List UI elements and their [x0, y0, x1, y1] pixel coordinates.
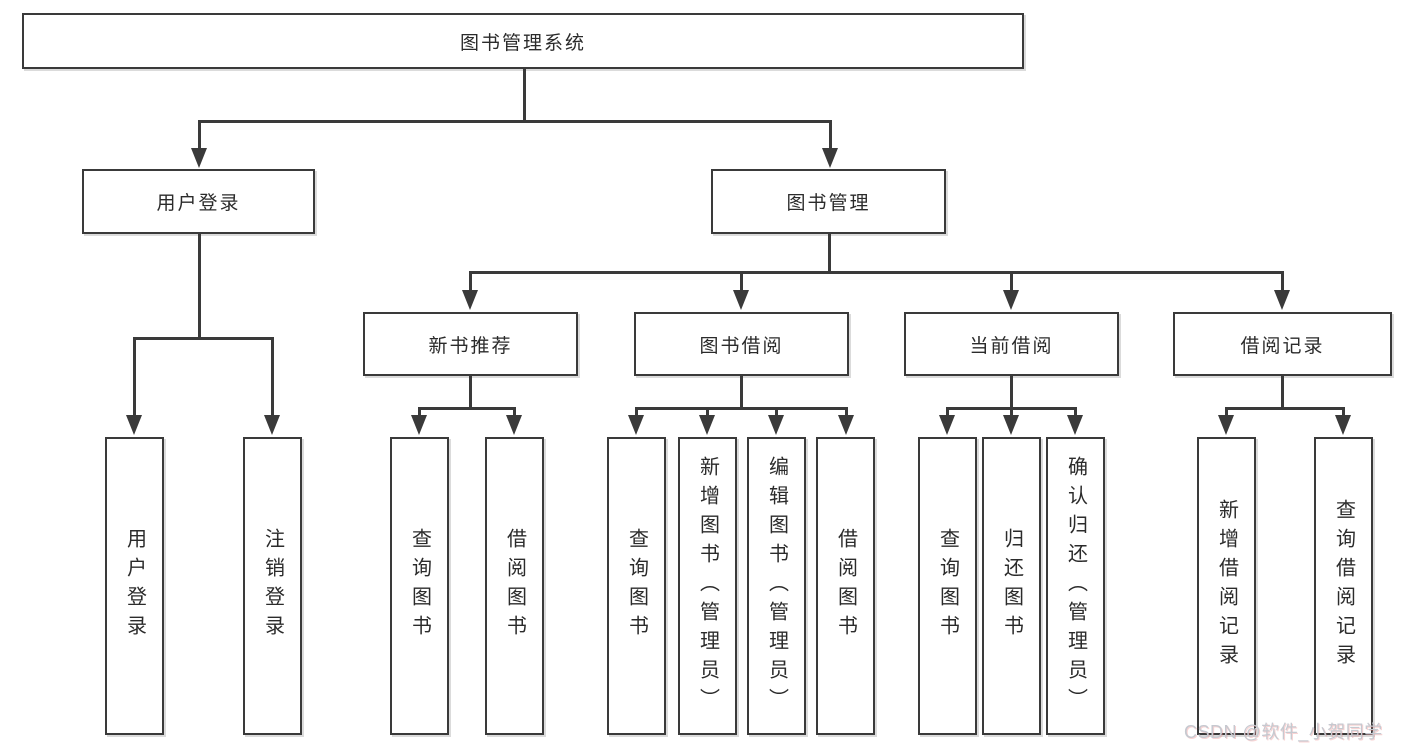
- leaf-borrow-book-recommend: 借阅图书: [485, 437, 544, 735]
- node-root: 图书管理系统: [22, 13, 1024, 69]
- arrow-down-icon: [264, 415, 280, 435]
- arrow-down-icon: [1274, 290, 1290, 310]
- leaf-borrow-book-recommend-label: 借阅图书: [503, 528, 526, 644]
- node-borrow-records: 借阅记录: [1173, 312, 1392, 376]
- connector-line: [198, 120, 201, 150]
- arrow-down-icon: [822, 148, 838, 168]
- connector-line: [418, 407, 515, 410]
- connector-line: [418, 407, 421, 417]
- leaf-query-book-current: 查询图书: [918, 437, 977, 735]
- connector-line: [133, 337, 274, 340]
- connector-line: [845, 407, 848, 417]
- connector-line: [1342, 407, 1345, 417]
- leaf-return-book: 归还图书: [982, 437, 1041, 735]
- arrow-down-icon: [1067, 415, 1083, 435]
- connector-line: [1281, 271, 1284, 292]
- connector-line: [133, 337, 136, 417]
- node-book-management: 图书管理: [711, 169, 946, 234]
- node-book-borrow-label: 图书借阅: [699, 335, 784, 357]
- connector-line: [469, 375, 472, 409]
- arrow-down-icon: [768, 415, 784, 435]
- connector-line: [198, 233, 201, 339]
- connector-line: [635, 407, 847, 410]
- arrow-down-icon: [462, 290, 478, 310]
- csdn-watermark: CSDN @软件_小贺同学: [1184, 722, 1383, 742]
- leaf-user-login-label: 用户登录: [123, 528, 146, 644]
- leaf-query-book-recommend: 查询图书: [390, 437, 449, 735]
- arrow-down-icon: [628, 415, 644, 435]
- node-current-borrow: 当前借阅: [904, 312, 1119, 376]
- leaf-query-book-recommend-label: 查询图书: [408, 528, 431, 644]
- leaf-add-borrow-record-label: 新增借阅记录: [1215, 499, 1238, 673]
- node-new-book-recommend: 新书推荐: [363, 312, 578, 376]
- connector-line: [469, 271, 1283, 274]
- leaf-query-borrow-record-label: 查询借阅记录: [1332, 499, 1355, 673]
- node-root-label: 图书管理系统: [459, 32, 586, 54]
- connector-line: [523, 69, 526, 121]
- leaf-query-borrow-record: 查询借阅记录: [1314, 437, 1373, 735]
- connector-line: [740, 271, 743, 292]
- arrow-down-icon: [411, 415, 427, 435]
- connector-line: [513, 407, 516, 417]
- connector-line: [469, 271, 472, 292]
- node-user-login-label: 用户登录: [156, 193, 241, 214]
- connector-line: [1010, 375, 1013, 409]
- leaf-logout-label: 注销登录: [261, 528, 284, 644]
- leaf-confirm-return-admin: 确认归还（管理员）: [1046, 437, 1105, 735]
- connector-line: [1281, 375, 1284, 409]
- connector-line: [740, 375, 743, 409]
- arrow-down-icon: [699, 415, 715, 435]
- node-book-management-label: 图书管理: [786, 193, 871, 214]
- connector-line: [828, 233, 831, 273]
- connector-line: [1010, 407, 1013, 417]
- leaf-add-book-admin-label: 新增图书（管理员）: [696, 455, 719, 717]
- leaf-query-book-current-label: 查询图书: [936, 528, 959, 644]
- node-new-book-recommend-label: 新书推荐: [428, 335, 513, 357]
- arrow-down-icon: [838, 415, 854, 435]
- arrow-down-icon: [1218, 415, 1234, 435]
- leaf-edit-book-admin-label: 编辑图书（管理员）: [765, 455, 788, 717]
- arrow-down-icon: [1003, 415, 1019, 435]
- arrow-down-icon: [506, 415, 522, 435]
- node-book-borrow: 图书借阅: [634, 312, 849, 376]
- connector-line: [198, 120, 832, 123]
- leaf-return-book-label: 归还图书: [1000, 528, 1023, 644]
- connector-line: [775, 407, 778, 417]
- leaf-add-book-admin: 新增图书（管理员）: [678, 437, 737, 735]
- leaf-user-login: 用户登录: [105, 437, 164, 735]
- connector-line: [1074, 407, 1077, 417]
- arrow-down-icon: [126, 415, 142, 435]
- arrow-down-icon: [733, 290, 749, 310]
- connector-line: [946, 407, 949, 417]
- arrow-down-icon: [1335, 415, 1351, 435]
- connector-line: [635, 407, 638, 417]
- leaf-borrow-book-label: 借阅图书: [834, 528, 857, 644]
- arrow-down-icon: [191, 148, 207, 168]
- connector-line: [829, 120, 832, 150]
- node-current-borrow-label: 当前借阅: [969, 335, 1054, 357]
- leaf-add-borrow-record: 新增借阅记录: [1197, 437, 1256, 735]
- connector-line: [271, 337, 274, 417]
- connector-line: [706, 407, 709, 417]
- connector-line: [1225, 407, 1345, 410]
- connector-line: [1225, 407, 1228, 417]
- arrow-down-icon: [939, 415, 955, 435]
- node-borrow-records-label: 借阅记录: [1240, 335, 1325, 357]
- leaf-logout: 注销登录: [243, 437, 302, 735]
- leaf-confirm-return-admin-label: 确认归还（管理员）: [1064, 455, 1087, 717]
- leaf-edit-book-admin: 编辑图书（管理员）: [747, 437, 806, 735]
- node-user-login: 用户登录: [82, 169, 315, 234]
- connector-line: [1010, 271, 1013, 292]
- leaf-query-book-borrow-label: 查询图书: [625, 528, 648, 644]
- arrow-down-icon: [1003, 290, 1019, 310]
- leaf-borrow-book: 借阅图书: [816, 437, 875, 735]
- leaf-query-book-borrow: 查询图书: [607, 437, 666, 735]
